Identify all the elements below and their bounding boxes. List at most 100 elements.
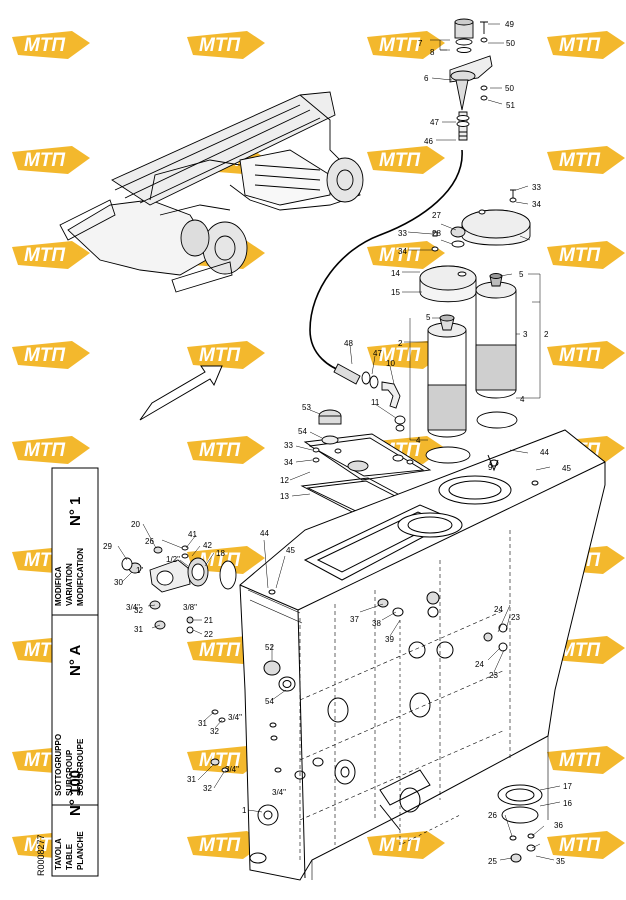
callout-4-b: 4 [416,436,421,445]
watermark-logo: МТП [187,831,265,859]
watermark-text: МТП [199,750,240,771]
callout-46: 46 [424,137,433,146]
watermark-text: МТП [24,245,65,266]
callout-48: 48 [344,339,353,348]
watermark-logo: МТП [547,831,625,859]
watermark-text: МТП [24,150,65,171]
callout-50: 50 [506,39,515,48]
callout-32-b: 32 [210,727,219,736]
callout-42: 42 [203,541,212,550]
watermark-text: МТП [24,345,65,366]
callout-18: 18 [216,549,225,558]
callout-three-quarter-inch: 3/4" [126,603,140,612]
callout-labels: 49 50 7 8 6 50 51 47 46 33 34 27 28 33 3… [103,20,572,866]
callout-24: 24 [494,605,503,614]
watermark-logo: МТП [547,341,625,369]
callout-21: 21 [204,616,213,625]
callout-34-c: 34 [284,458,293,467]
watermark-logo: МТП [187,31,265,59]
callout-22: 22 [204,630,213,639]
callout-54-b: 54 [265,697,274,706]
watermark-logo: МТП [547,746,625,774]
watermark-logo: МТП [547,146,625,174]
subgroup-word-3: SOUSGROUPE [76,738,85,796]
callout-37: 37 [350,615,359,624]
callout-10: 10 [386,359,395,368]
callout-50-lower: 50 [505,84,514,93]
callout-34-b: 34 [398,247,407,256]
callout-45-b: 45 [286,546,295,555]
callout-44-b: 44 [260,529,269,538]
callout-33-c: 33 [284,441,293,450]
watermark-logo: МТП [187,436,265,464]
hose-fittings [333,363,406,432]
watermark-text: МТП [379,150,420,171]
callout-51: 51 [506,101,515,110]
watermark-logo: МТП [12,146,90,174]
table-word-2: TABLE [65,843,74,870]
modification-word-2: VARIATION [65,563,74,606]
watermark-text: МТП [379,35,420,56]
callout-54: 54 [298,427,307,436]
watermark-logo: МТП [187,746,265,774]
callout-half-inch: 1/2" [166,555,180,564]
subgroup-word-2: SUBGROUP [65,749,74,796]
callout-2-b: 2 [398,339,403,348]
callout-three-quarter-inch-c: 3/4" [225,765,239,774]
watermark-logo: МТП [367,831,445,859]
callout-three-eighth-inch: 3/8" [183,603,197,612]
watermark-text: МТП [559,345,600,366]
direction-arrow [139,365,223,421]
callout-17: 17 [563,782,572,791]
watermark-text: МТП [559,750,600,771]
callout-7: 7 [418,39,423,48]
callout-9: 9 [488,463,493,472]
modification-value: N° 1 [67,497,84,526]
subgroup-word-1: SOTTOGRUPPO [54,734,63,796]
drawing-code: R0008277 [36,834,46,876]
callout-31: 31 [134,625,143,634]
callout-16: 16 [563,799,572,808]
watermark-logo: МТП [367,31,445,59]
leader-lines [117,23,561,861]
callout-14: 14 [391,269,400,278]
modification-word-1: MODIFICA [54,566,63,606]
callout-39: 39 [385,635,394,644]
side-fittings-group [121,545,237,773]
callout-45: 45 [562,464,571,473]
table-word-3: PLANCHE [76,831,85,870]
callout-3: 3 [523,330,528,339]
watermark-logo: МТП [367,146,445,174]
callout-three-quarter-inch-b: 3/4" [228,713,242,722]
breather-assembly [449,18,493,141]
callout-three-quarter-inch-d: 3/4" [272,788,286,797]
watermark-text: МТП [199,640,240,661]
modification-word-3: MODIFICATION [76,548,85,606]
watermark-text: МТП [199,835,240,856]
callout-36: 36 [554,821,563,830]
callout-27: 27 [432,211,441,220]
watermark-logo: МТП [547,31,625,59]
callout-28: 28 [432,229,441,238]
callout-32-c: 32 [203,784,212,793]
callout-25: 25 [488,857,497,866]
callout-38: 38 [372,619,381,628]
watermark-text: МТП [559,640,600,661]
callout-53: 53 [302,403,311,412]
callout-49: 49 [505,20,514,29]
watermark-text: МТП [559,35,600,56]
subgroup-value: N° A [67,645,84,676]
breather-hose [309,149,463,373]
watermark-text: МТП [559,150,600,171]
callout-26-b: 26 [488,811,497,820]
hydraulic-tank [239,429,606,881]
callout-26: 26 [145,537,154,546]
callout-47-b: 47 [373,349,382,358]
watermark-text: МТП [24,35,65,56]
callout-30: 30 [114,578,123,587]
callout-4: 4 [520,395,525,404]
watermark-logo: МТП [12,341,90,369]
callout-one-inch: 1" [136,566,143,575]
callout-31-c: 31 [187,775,196,784]
